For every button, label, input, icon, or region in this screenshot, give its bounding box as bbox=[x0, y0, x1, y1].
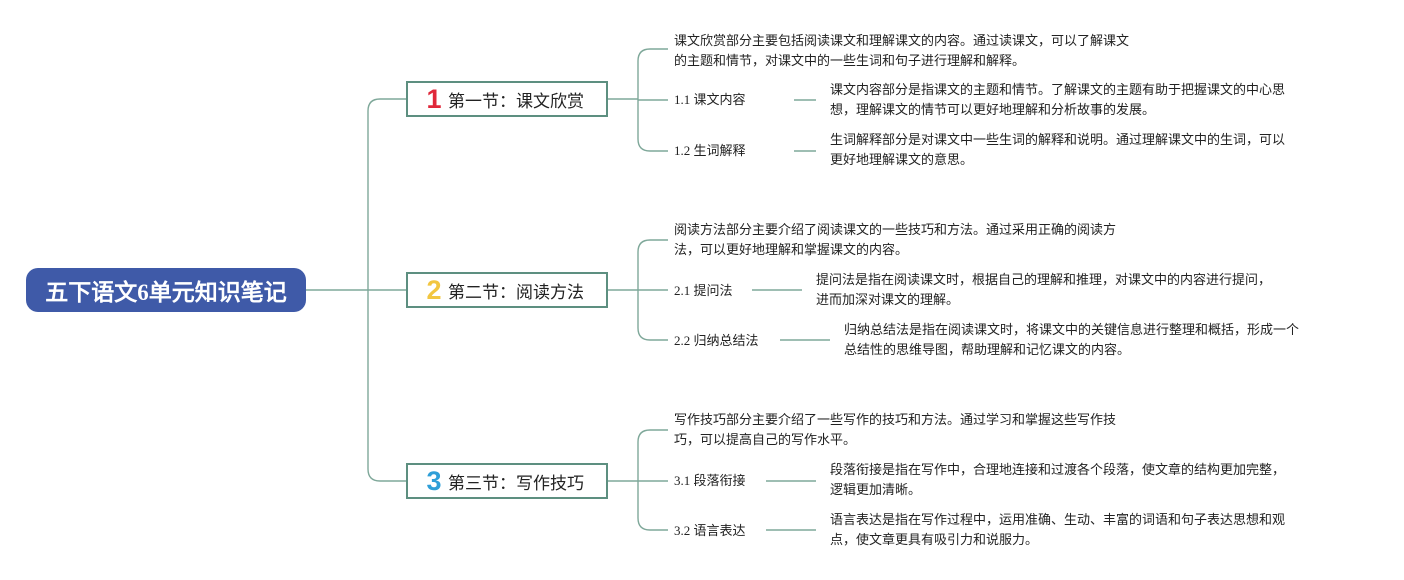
intro-line: 的主题和情节，对课文中的一些生词和句子进行理解和解释。 bbox=[674, 54, 1026, 69]
desc-line: 提问法是指在阅读课文时，根据自己的理解和推理，对课文中的内容进行提问， bbox=[816, 273, 1272, 288]
desc-line: 更好地理解课文的意思。 bbox=[830, 153, 974, 168]
section-intro-1: 课文欣赏部分主要包括阅读课文和理解课文的内容。通过读课文，可以了解课文 的主题和… bbox=[674, 32, 1129, 72]
root-title: 五下语文6单元知识笔记 bbox=[45, 280, 287, 305]
subtopic-desc-1-2: 生词解释部分是对课文中一些生词的解释和说明。通过理解课文中的生词，可以 更好地理… bbox=[830, 131, 1285, 171]
subtopic-3-2[interactable]: 3.2 语言表达 bbox=[674, 523, 746, 538]
intro-line: 巧，可以提高自己的写作水平。 bbox=[674, 433, 857, 448]
intro-line: 写作技巧部分主要介绍了一些写作的技巧和方法。通过学习和掌握这些写作技 bbox=[674, 413, 1117, 428]
desc-line: 想，理解课文的情节可以更好地理解和分析故事的发展。 bbox=[830, 103, 1156, 118]
subtopic-2-1[interactable]: 2.1 提问法 bbox=[674, 283, 733, 298]
subtopic-desc-2-2: 归纳总结法是指在阅读课文时，将课文中的关键信息进行整理和概括，形成一个 总结性的… bbox=[844, 321, 1299, 361]
section-intro-2: 阅读方法部分主要介绍了阅读课文的一些技巧和方法。通过采用正确的阅读方 法，可以更… bbox=[674, 221, 1116, 261]
section-number-3: 3 bbox=[426, 465, 442, 496]
section-title-1: 第一节：课文欣赏 bbox=[448, 91, 584, 112]
subtopic-2-2[interactable]: 2.2 归纳总结法 bbox=[674, 333, 759, 348]
section-node-2[interactable]: 2 第二节：阅读方法 bbox=[406, 272, 608, 308]
desc-line: 语言表达是指在写作过程中，运用准确、生动、丰富的词语和句子表达思想和观 bbox=[830, 513, 1286, 528]
section-number-2: 2 bbox=[426, 274, 442, 305]
desc-line: 归纳总结法是指在阅读课文时，将课文中的关键信息进行整理和概括，形成一个 bbox=[844, 323, 1300, 338]
root-node[interactable]: 五下语文6单元知识笔记 bbox=[26, 268, 306, 312]
section-node-1[interactable]: 1 第一节：课文欣赏 bbox=[406, 81, 608, 117]
intro-line: 课文欣赏部分主要包括阅读课文和理解课文的内容。通过读课文，可以了解课文 bbox=[674, 34, 1130, 49]
intro-line: 法，可以更好地理解和掌握课文的内容。 bbox=[674, 243, 909, 258]
section-intro-3: 写作技巧部分主要介绍了一些写作的技巧和方法。通过学习和掌握这些写作技 巧，可以提… bbox=[674, 411, 1116, 451]
desc-line: 课文内容部分是指课文的主题和情节。了解课文的主题有助于把握课文的中心思 bbox=[830, 83, 1286, 98]
subtopic-desc-3-1: 段落衔接是指在写作中，合理地连接和过渡各个段落，使文章的结构更加完整， 逻辑更加… bbox=[830, 461, 1285, 501]
subtopic-3-1[interactable]: 3.1 段落衔接 bbox=[674, 473, 746, 488]
desc-line: 点，使文章更具有吸引力和说服力。 bbox=[830, 533, 1039, 548]
section-node-3[interactable]: 3 第三节：写作技巧 bbox=[406, 463, 608, 499]
section-title-3: 第三节：写作技巧 bbox=[448, 473, 584, 494]
section-title-2: 第二节：阅读方法 bbox=[448, 282, 584, 303]
section-number-1: 1 bbox=[426, 83, 442, 114]
intro-line: 阅读方法部分主要介绍了阅读课文的一些技巧和方法。通过采用正确的阅读方 bbox=[674, 223, 1117, 238]
desc-line: 总结性的思维导图，帮助理解和记忆课文的内容。 bbox=[844, 343, 1131, 358]
desc-line: 逻辑更加清晰。 bbox=[830, 483, 922, 498]
desc-line: 生词解释部分是对课文中一些生词的解释和说明。通过理解课文中的生词，可以 bbox=[830, 133, 1286, 148]
subtopic-desc-3-2: 语言表达是指在写作过程中，运用准确、生动、丰富的词语和句子表达思想和观 点，使文… bbox=[830, 511, 1285, 551]
subtopic-desc-1-1: 课文内容部分是指课文的主题和情节。了解课文的主题有助于把握课文的中心思 想，理解… bbox=[830, 81, 1285, 121]
desc-line: 段落衔接是指在写作中，合理地连接和过渡各个段落，使文章的结构更加完整， bbox=[830, 463, 1286, 478]
subtopic-1-1[interactable]: 1.1 课文内容 bbox=[674, 92, 746, 107]
subtopic-1-2[interactable]: 1.2 生词解释 bbox=[674, 143, 746, 158]
subtopic-desc-2-1: 提问法是指在阅读课文时，根据自己的理解和推理，对课文中的内容进行提问， 进而加深… bbox=[816, 271, 1271, 311]
desc-line: 进而加深对课文的理解。 bbox=[816, 293, 960, 308]
